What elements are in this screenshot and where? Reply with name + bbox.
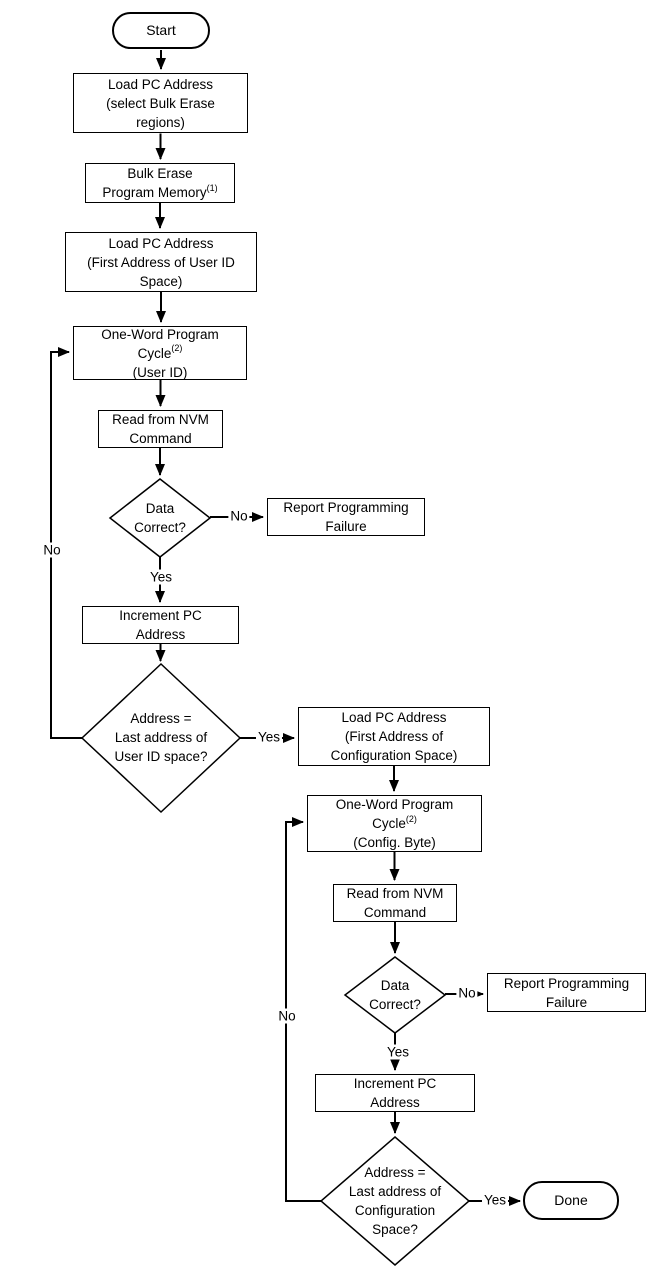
edge-label-data2-no: No: [456, 985, 478, 1001]
process-load-pc-configuration: Load PC Address (First Address of Config…: [298, 707, 490, 766]
process-load-pc-user-id: Load PC Address (First Address of User I…: [65, 232, 257, 292]
footnote-ref-2: (2): [171, 343, 183, 353]
bulk-erase-line2: Program Memory: [102, 185, 207, 200]
process-bulk-erase-program-memory: Bulk Erase Program Memory(1): [85, 163, 235, 203]
process-load-pc-bulk-erase: Load PC Address (select Bulk Erase regio…: [73, 73, 248, 133]
decision-last-userid-text: Address = Last address of User ID space?: [114, 711, 208, 764]
process-report-failure-1: Report Programming Failure: [267, 498, 425, 536]
process-one-word-program-config: One-Word Program Cycle(2) (Config. Byte): [307, 795, 482, 852]
process-increment-pc-1: Increment PC Address: [82, 606, 239, 644]
decision-data-correct-1-text: Data Correct?: [134, 501, 186, 535]
edge-label-loop2-no: No: [276, 1008, 298, 1024]
edge-label-data1-yes: Yes: [147, 569, 175, 585]
footnote-ref-2b: (2): [405, 813, 417, 824]
one-word-userid-line2: Cycle: [137, 345, 172, 361]
decision-last-userid-shape: [80, 662, 242, 814]
decision-last-config-shape: [319, 1136, 471, 1266]
process-report-failure-2: Report Programming Failure: [487, 973, 646, 1012]
footnote-ref-1: (1): [206, 182, 218, 193]
edge-label-config-yes: Yes: [481, 1192, 509, 1208]
process-read-nvm-command-1: Read from NVM Command: [98, 410, 223, 448]
process-read-nvm-command-2: Read from NVM Command: [333, 884, 457, 922]
edge-label-data1-no: No: [228, 508, 250, 524]
process-one-word-program-user-id: One-Word Program Cycle(2) (User ID): [73, 326, 247, 380]
edge-label-loop1-no: No: [41, 542, 63, 558]
process-increment-pc-2: Increment PC Address: [315, 1074, 475, 1112]
decision-data-correct-2-text: Data Correct?: [369, 978, 421, 1012]
decision-data-correct-1-shape: [108, 478, 212, 558]
one-word-config-line2: Cycle: [372, 816, 406, 831]
edge-label-userid-yes: Yes: [255, 729, 283, 745]
decision-data-correct-2-shape: [343, 956, 447, 1034]
decision-last-config-text: Address = Last address of Configuration …: [348, 1165, 442, 1237]
terminator-done: Done: [523, 1181, 619, 1220]
edge-label-data2-yes: Yes: [384, 1044, 412, 1060]
terminator-start: Start: [112, 12, 210, 49]
